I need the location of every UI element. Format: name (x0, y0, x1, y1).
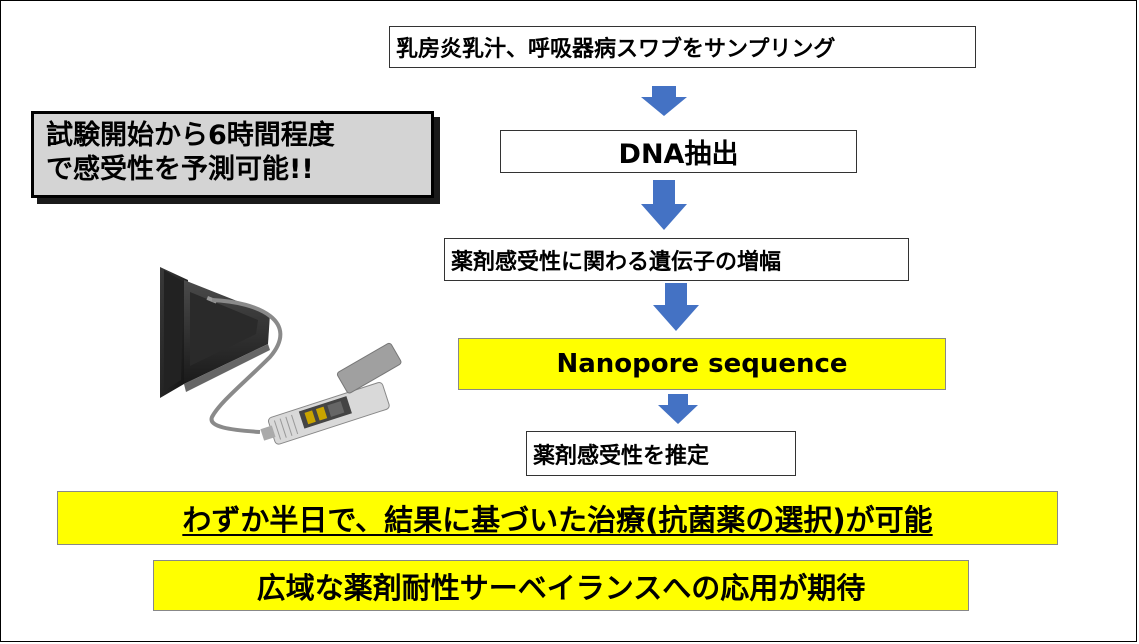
down-arrow-icon (653, 283, 699, 331)
laptop-with-nanopore-sequencer-image (160, 267, 402, 445)
time-callout-line2: で感受性を予測可能!! (46, 154, 314, 185)
result-banner-text: わずか半日で、結果に基づいた治療(抗菌薬の選択)が可能 (182, 503, 933, 537)
step-dna-extraction-label: DNA抽出 (618, 139, 739, 170)
time-callout-line1: 試験開始から6時間程度 (46, 120, 335, 151)
surveillance-banner-text: 広域な薬剤耐性サーベイランスへの応用が期待 (256, 570, 866, 605)
surveillance-banner: 広域な薬剤耐性サーベイランスへの応用が期待 (153, 560, 969, 611)
step-sampling-label: 乳房炎乳汁、呼吸器病スワブをサンプリング (396, 37, 836, 62)
step-sampling: 乳房炎乳汁、呼吸器病スワブをサンプリング (389, 26, 976, 68)
step-gene-amplification: 薬剤感受性に関わる遺伝子の増幅 (444, 238, 909, 281)
step-susceptibility-estimation-label: 薬剤感受性を推定 (533, 443, 710, 469)
step-nanopore-sequence: Nanopore sequence (458, 338, 946, 390)
step-susceptibility-estimation: 薬剤感受性を推定 (526, 431, 796, 476)
step-gene-amplification-label: 薬剤感受性に関わる遺伝子の増幅 (451, 249, 782, 275)
down-arrow-icon (658, 394, 698, 424)
down-arrow-icon (641, 180, 687, 230)
step-nanopore-sequence-label: Nanopore sequence (556, 349, 848, 379)
result-banner: わずか半日で、結果に基づいた治療(抗菌薬の選択)が可能 (57, 491, 1058, 545)
step-dna-extraction: DNA抽出 (500, 130, 857, 173)
down-arrow-icon (641, 86, 687, 116)
time-callout: 試験開始から6時間程度 で感受性を予測可能!! (31, 111, 434, 198)
